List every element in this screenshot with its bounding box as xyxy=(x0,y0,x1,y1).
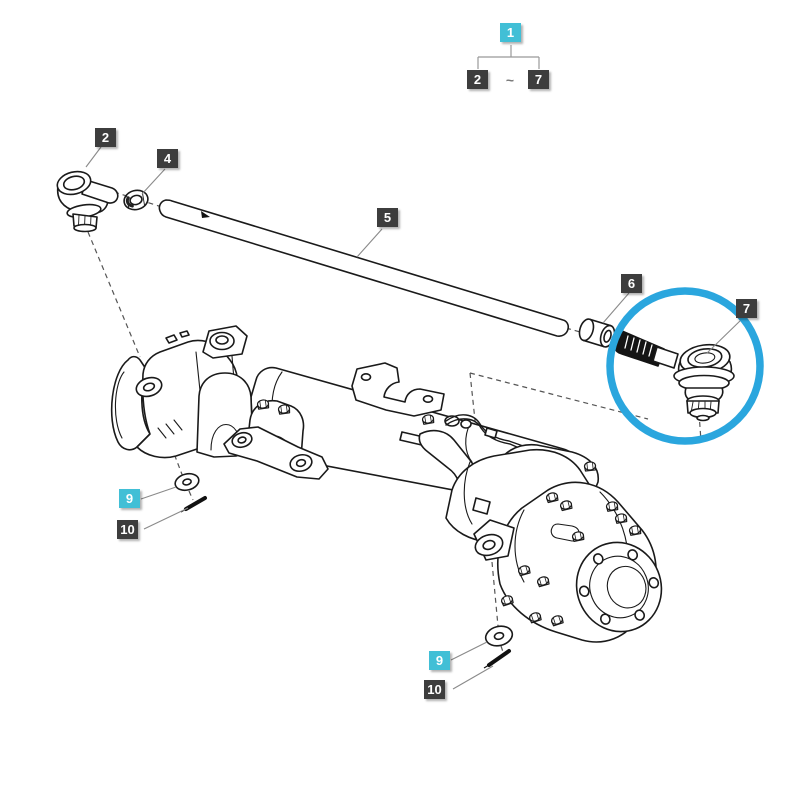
hub-flange-drawing xyxy=(575,541,663,633)
washer-drawing-left xyxy=(174,472,200,492)
callout-9-washer-left[interactable]: 9 xyxy=(119,489,140,508)
leader-lines xyxy=(85,146,743,690)
callout-10-pin-left[interactable]: 10 xyxy=(117,520,138,539)
front-axle-assembly-drawing xyxy=(110,325,663,643)
legend-tree-lines xyxy=(477,45,540,69)
legend-root-label[interactable]: 1 xyxy=(500,23,521,42)
callout-7-tie-rod-end[interactable]: 7 xyxy=(736,299,757,318)
tie-rod-end-left-drawing xyxy=(56,170,119,233)
callout-6-bushing[interactable]: 6 xyxy=(621,274,642,293)
tie-rod-end-right-drawing xyxy=(612,330,735,422)
tie-rod-tube-drawing xyxy=(158,199,570,337)
callout-5-tie-rod[interactable]: 5 xyxy=(377,208,398,227)
nut-drawing xyxy=(123,189,149,211)
cotter-pin-drawing-bottom xyxy=(483,649,511,669)
washer-drawing-bottom xyxy=(484,625,514,647)
callout-4-nut[interactable]: 4 xyxy=(157,149,178,168)
legend-range-separator: ~ xyxy=(505,72,515,88)
callout-9-washer-bottom[interactable]: 9 xyxy=(429,651,450,670)
legend-range-start[interactable]: 2 xyxy=(467,70,488,89)
bushing-drawing xyxy=(578,318,616,348)
callout-10-pin-bottom[interactable]: 10 xyxy=(424,680,445,699)
highlight-circle xyxy=(606,287,764,445)
callout-2-tie-rod-end[interactable]: 2 xyxy=(95,128,116,147)
legend-range-end[interactable]: 7 xyxy=(528,70,549,89)
